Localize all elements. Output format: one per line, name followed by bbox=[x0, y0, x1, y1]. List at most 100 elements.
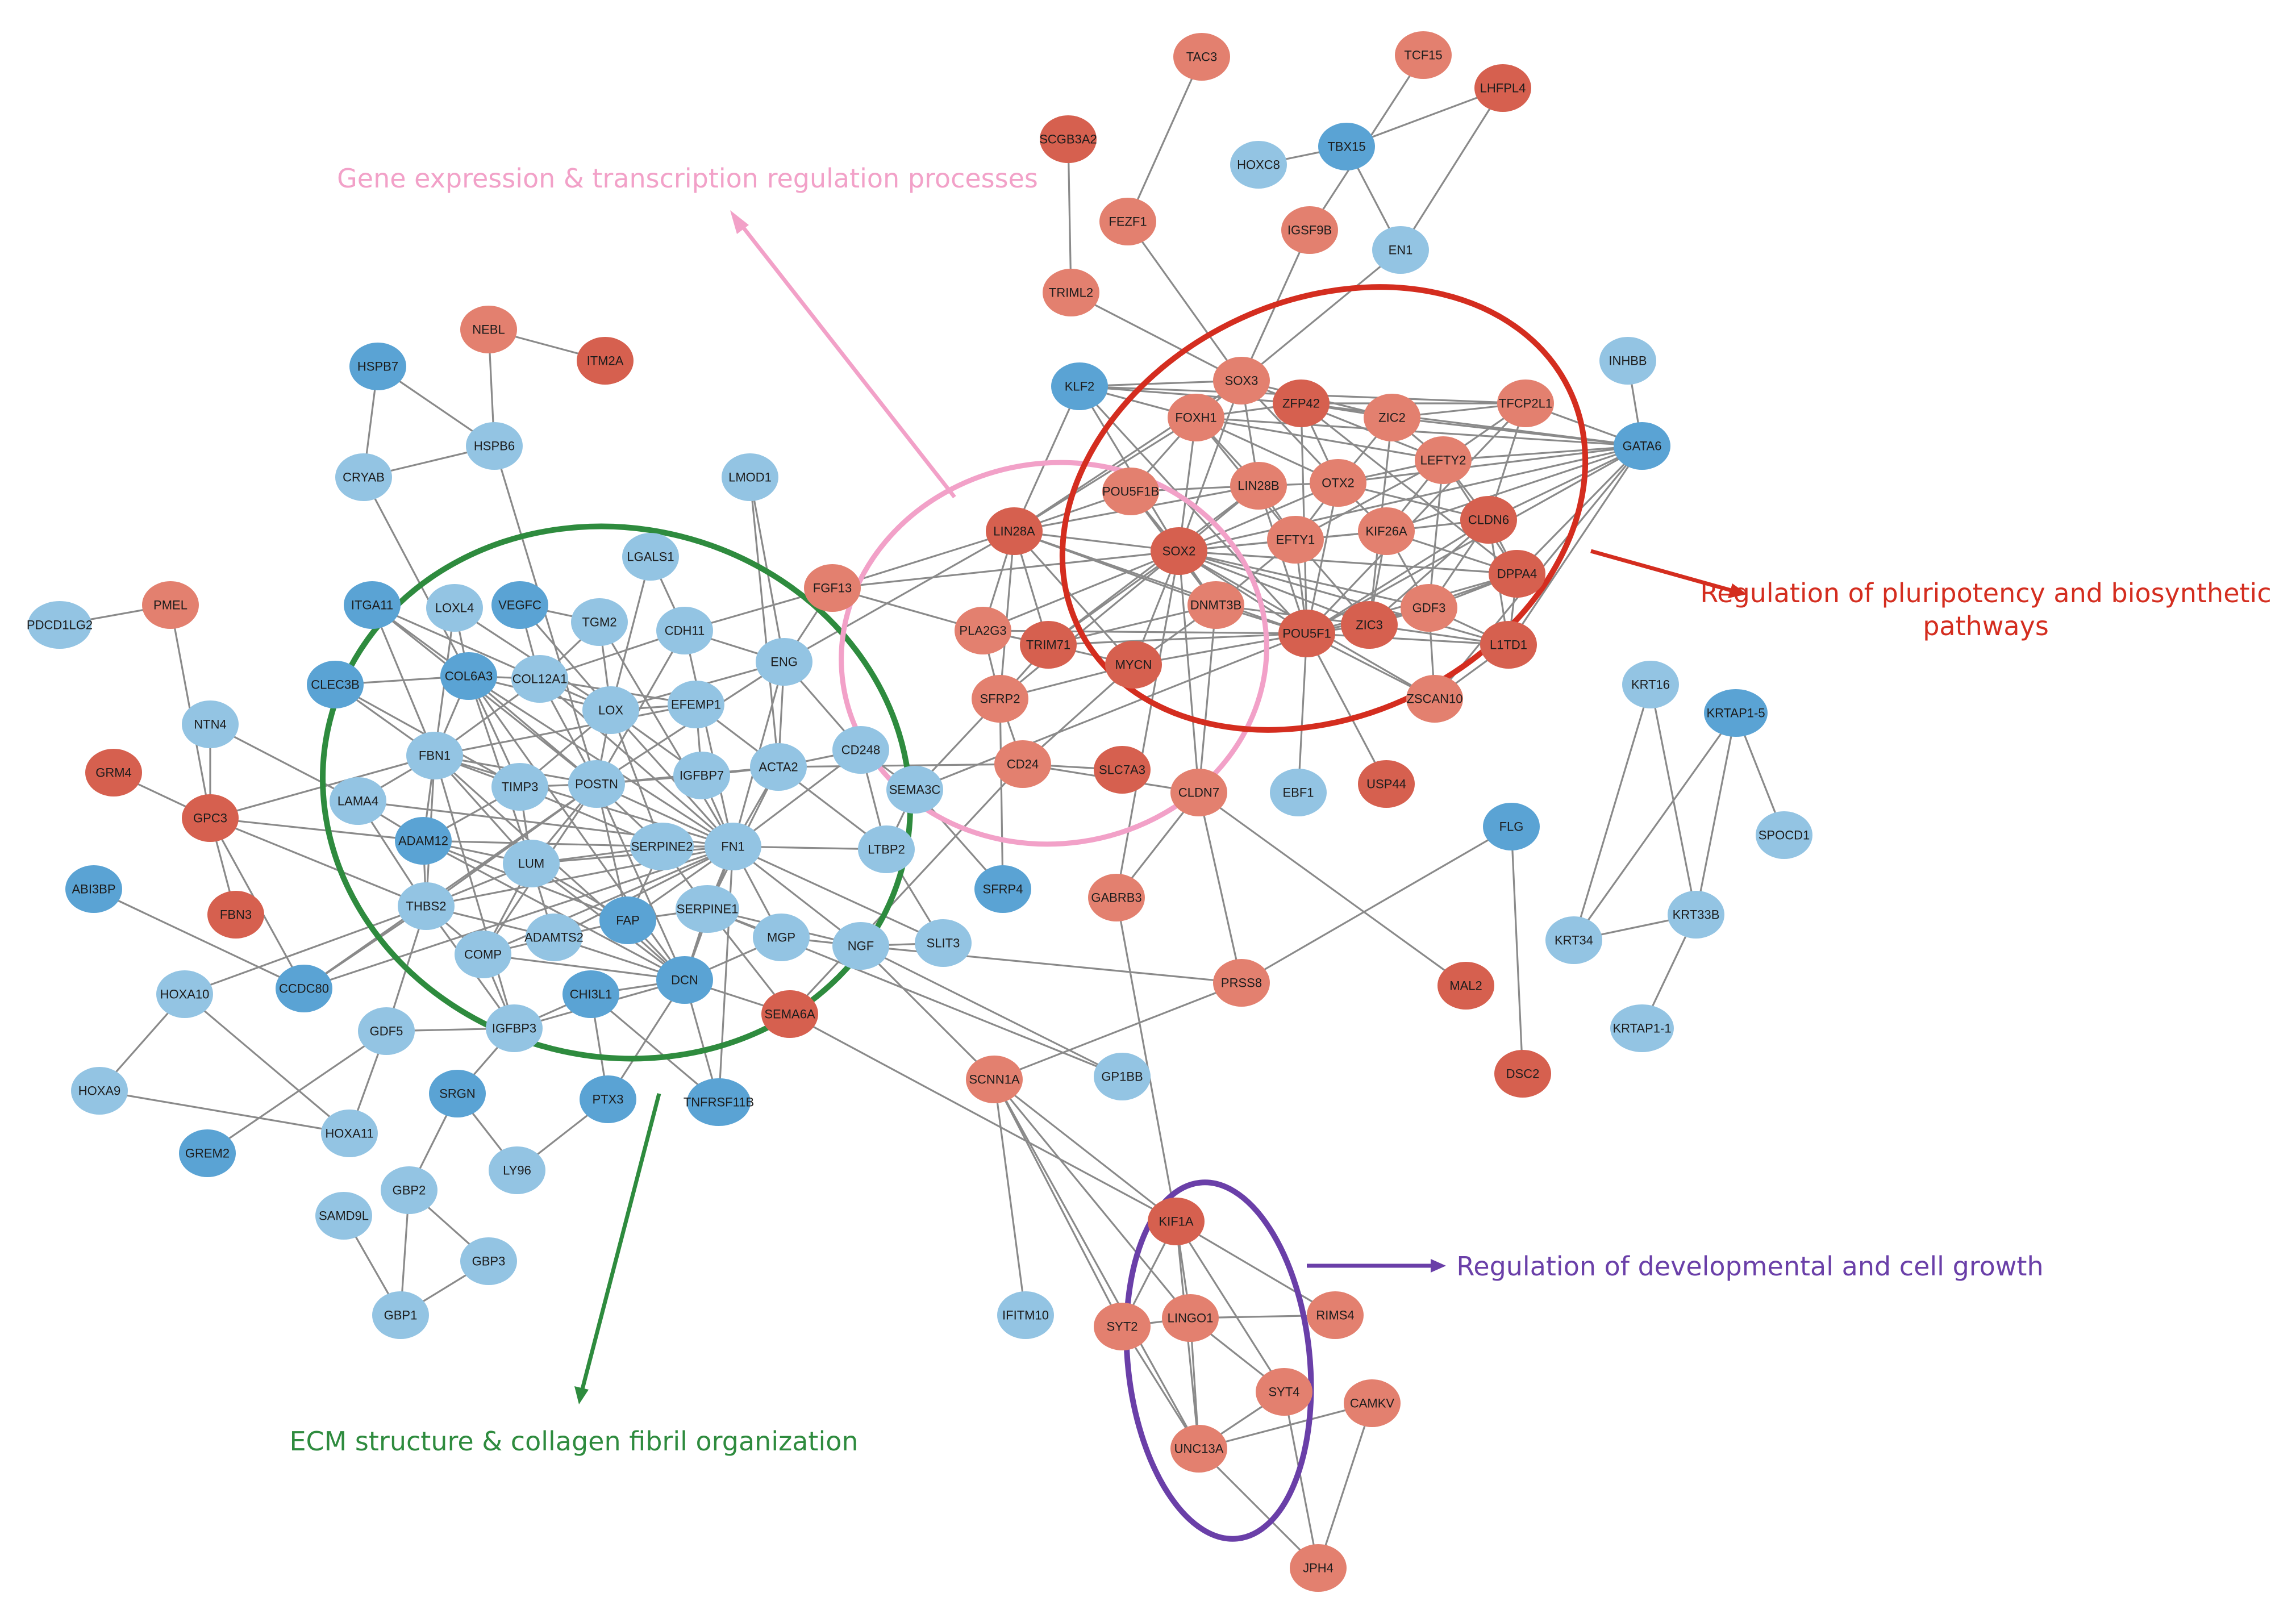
node-gpc3[interactable]: GPC3 bbox=[182, 794, 239, 842]
node-hspb7[interactable]: HSPB7 bbox=[349, 343, 406, 390]
node-inhbb[interactable]: INHBB bbox=[1599, 337, 1656, 385]
node-cldn6[interactable]: CLDN6 bbox=[1460, 496, 1517, 544]
node-gdf3[interactable]: GDF3 bbox=[1401, 584, 1457, 632]
node-gata6[interactable]: GATA6 bbox=[1614, 422, 1670, 470]
node-krt34[interactable]: KRT34 bbox=[1545, 916, 1602, 964]
node-fn1[interactable]: FN1 bbox=[705, 823, 761, 870]
node-mgp[interactable]: MGP bbox=[753, 914, 810, 961]
node-abi3bp[interactable]: ABI3BP bbox=[65, 865, 122, 913]
node-timp3[interactable]: TIMP3 bbox=[491, 763, 548, 811]
node-adamts2[interactable]: ADAMTS2 bbox=[524, 914, 584, 961]
node-cldn7[interactable]: CLDN7 bbox=[1170, 769, 1227, 816]
node-srgn[interactable]: SRGN bbox=[429, 1070, 486, 1117]
node-fap[interactable]: FAP bbox=[599, 896, 656, 944]
node-nebl[interactable]: NEBL bbox=[460, 306, 517, 353]
node-krtap1-1[interactable]: KRTAP1-1 bbox=[1610, 1004, 1674, 1052]
node-lin28b[interactable]: LIN28B bbox=[1230, 462, 1287, 510]
node-hoxa11[interactable]: HOXA11 bbox=[321, 1110, 378, 1157]
node-itm2a[interactable]: ITM2A bbox=[577, 337, 634, 385]
node-itga11[interactable]: ITGA11 bbox=[344, 581, 401, 629]
node-ntn4[interactable]: NTN4 bbox=[182, 700, 239, 748]
node-lmod1[interactable]: LMOD1 bbox=[722, 453, 778, 501]
node-zscan10[interactable]: ZSCAN10 bbox=[1406, 675, 1463, 723]
node-igsf9b[interactable]: IGSF9B bbox=[1281, 206, 1338, 254]
node-prss8[interactable]: PRSS8 bbox=[1213, 959, 1270, 1007]
node-tac3[interactable]: TAC3 bbox=[1173, 33, 1230, 81]
node-samd9l[interactable]: SAMD9L bbox=[315, 1192, 372, 1240]
node-col12a1[interactable]: COL12A1 bbox=[511, 655, 568, 703]
node-pla2g3[interactable]: PLA2G3 bbox=[955, 607, 1011, 654]
node-slit3[interactable]: SLIT3 bbox=[915, 919, 972, 967]
node-clec3b[interactable]: CLEC3B bbox=[307, 661, 364, 708]
node-foxh1[interactable]: FOXH1 bbox=[1168, 394, 1224, 441]
node-efty1[interactable]: EFTY1 bbox=[1267, 516, 1324, 564]
node-sema6a[interactable]: SEMA6A bbox=[761, 990, 818, 1038]
node-gp1bb[interactable]: GP1BB bbox=[1094, 1053, 1151, 1100]
node-dnmt3b[interactable]: DNMT3B bbox=[1187, 581, 1244, 629]
node-sox3[interactable]: SOX3 bbox=[1213, 357, 1270, 404]
node-gbp1[interactable]: GBP1 bbox=[372, 1291, 429, 1339]
node-lgals1[interactable]: LGALS1 bbox=[622, 533, 679, 581]
node-grm4[interactable]: GRM4 bbox=[85, 749, 142, 796]
node-krt33b[interactable]: KRT33B bbox=[1668, 891, 1724, 939]
node-postn[interactable]: POSTN bbox=[568, 760, 625, 808]
node-igfbp3[interactable]: IGFBP3 bbox=[486, 1004, 543, 1052]
node-zfp42[interactable]: ZFP42 bbox=[1273, 379, 1330, 427]
node-pmel[interactable]: PMEL bbox=[142, 581, 199, 629]
node-kif26a[interactable]: KIF26A bbox=[1358, 507, 1415, 555]
node-ebf1[interactable]: EBF1 bbox=[1270, 769, 1327, 816]
node-lefty2[interactable]: LEFTY2 bbox=[1415, 436, 1472, 484]
node-cd248[interactable]: CD248 bbox=[832, 726, 889, 774]
node-zic3[interactable]: ZIC3 bbox=[1341, 601, 1398, 649]
node-acta2[interactable]: ACTA2 bbox=[750, 743, 807, 791]
node-fbn3[interactable]: FBN3 bbox=[207, 891, 264, 939]
node-syt2[interactable]: SYT2 bbox=[1094, 1303, 1151, 1350]
node-dsc2[interactable]: DSC2 bbox=[1494, 1050, 1551, 1098]
node-scnn1a[interactable]: SCNN1A bbox=[966, 1056, 1023, 1103]
node-vegfc[interactable]: VEGFC bbox=[491, 581, 548, 629]
node-krtap1-5[interactable]: KRTAP1-5 bbox=[1704, 689, 1768, 737]
node-fbn1[interactable]: FBN1 bbox=[406, 732, 463, 779]
node-ly96[interactable]: LY96 bbox=[489, 1146, 545, 1194]
node-tnfrsf11b[interactable]: TNFRSF11B bbox=[684, 1078, 754, 1126]
node-rims4[interactable]: RIMS4 bbox=[1307, 1291, 1364, 1339]
node-unc13a[interactable]: UNC13A bbox=[1170, 1425, 1227, 1473]
node-eng[interactable]: ENG bbox=[756, 638, 812, 686]
node-cryab[interactable]: CRYAB bbox=[335, 453, 392, 501]
node-hoxa10[interactable]: HOXA10 bbox=[156, 970, 213, 1018]
node-zic2[interactable]: ZIC2 bbox=[1364, 394, 1420, 441]
node-serpine2[interactable]: SERPINE2 bbox=[630, 823, 694, 870]
node-trim71[interactable]: TRIM71 bbox=[1020, 621, 1077, 669]
node-ifitm10[interactable]: IFITM10 bbox=[997, 1291, 1054, 1339]
node-krt16[interactable]: KRT16 bbox=[1622, 661, 1679, 708]
node-ptx3[interactable]: PTX3 bbox=[580, 1075, 636, 1123]
node-pou5f1b[interactable]: POU5F1B bbox=[1102, 468, 1159, 515]
node-pdcd1lg2[interactable]: PDCD1LG2 bbox=[27, 601, 93, 649]
node-serpine1[interactable]: SERPINE1 bbox=[676, 885, 739, 933]
node-hoxc8[interactable]: HOXC8 bbox=[1230, 141, 1287, 189]
node-sema3c[interactable]: SEMA3C bbox=[886, 766, 943, 814]
node-mycn[interactable]: MYCN bbox=[1105, 641, 1162, 689]
node-otx2[interactable]: OTX2 bbox=[1310, 459, 1366, 507]
node-ltbp2[interactable]: LTBP2 bbox=[858, 825, 915, 873]
node-tbx15[interactable]: TBX15 bbox=[1318, 123, 1375, 170]
node-adam12[interactable]: ADAM12 bbox=[395, 817, 452, 865]
node-cd24[interactable]: CD24 bbox=[994, 740, 1051, 788]
node-jph4[interactable]: JPH4 bbox=[1290, 1544, 1347, 1592]
node-gabrb3[interactable]: GABRB3 bbox=[1088, 874, 1145, 921]
node-thbs2[interactable]: THBS2 bbox=[398, 882, 455, 930]
node-fezf1[interactable]: FEZF1 bbox=[1099, 198, 1156, 245]
node-dcn[interactable]: DCN bbox=[656, 956, 713, 1004]
node-usp44[interactable]: USP44 bbox=[1358, 760, 1415, 808]
node-mal2[interactable]: MAL2 bbox=[1437, 962, 1494, 1010]
node-syt4[interactable]: SYT4 bbox=[1256, 1368, 1312, 1416]
node-camkv[interactable]: CAMKV bbox=[1344, 1379, 1401, 1427]
node-kif1a[interactable]: KIF1A bbox=[1148, 1198, 1205, 1245]
node-scgb3a2[interactable]: SCGB3A2 bbox=[1039, 115, 1097, 163]
node-lama4[interactable]: LAMA4 bbox=[330, 777, 386, 825]
node-l1td1[interactable]: L1TD1 bbox=[1480, 621, 1537, 669]
node-ccdc80[interactable]: CCDC80 bbox=[276, 965, 332, 1012]
node-lin28a[interactable]: LIN28A bbox=[986, 507, 1043, 555]
node-sfrp4[interactable]: SFRP4 bbox=[974, 865, 1031, 913]
node-tfcp2l1[interactable]: TFCP2L1 bbox=[1497, 379, 1554, 427]
